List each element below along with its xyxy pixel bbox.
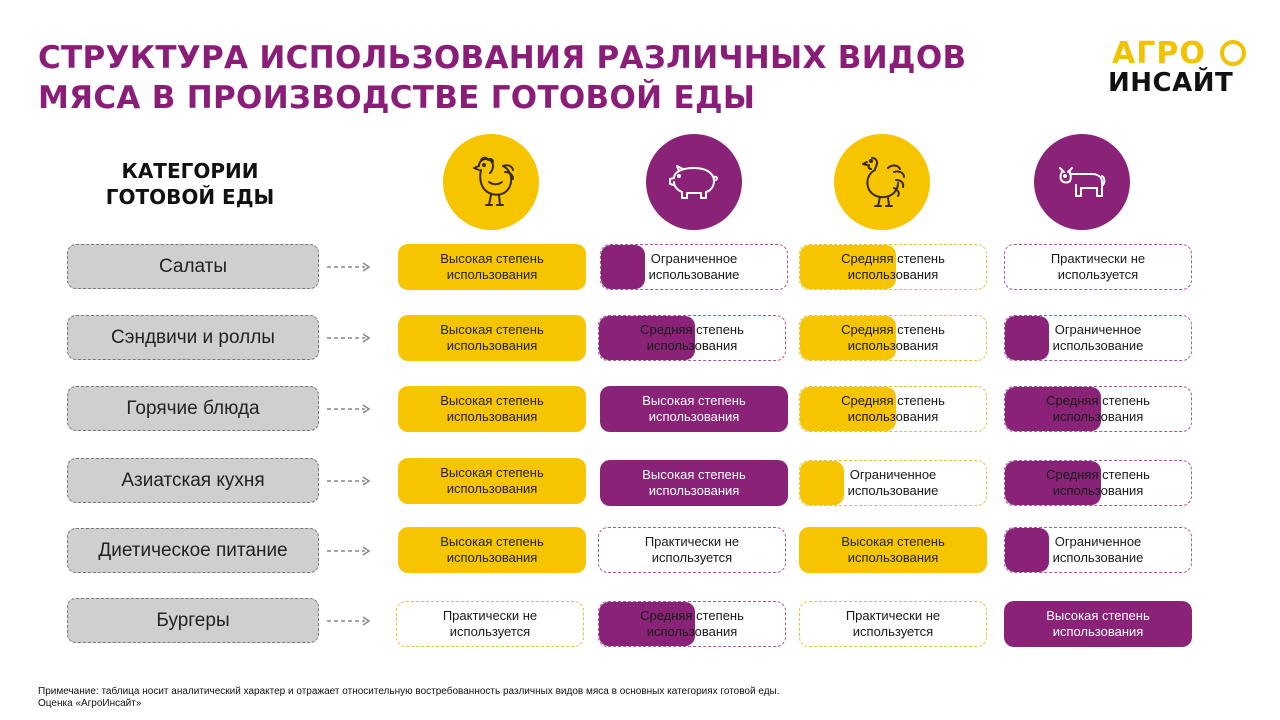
cell-burgers-beef: Высокая степень использования — [1004, 601, 1192, 647]
dashed-arrow-icon — [327, 476, 371, 486]
chicken-column-header — [443, 134, 539, 230]
cell-sandwiches-turkey: Средняя степень использования — [799, 315, 987, 361]
cell-hot-turkey: Средняя степень использования — [799, 386, 987, 432]
turkey-column-header — [834, 134, 930, 230]
cell-burgers-turkey: Практически не используется — [799, 601, 987, 647]
cell-salads-beef: Практически не используется — [1004, 244, 1192, 290]
dashed-arrow-icon — [327, 616, 371, 626]
cell-burgers-pork: Средняя степень использования — [598, 601, 786, 647]
cell-sandwiches-pork: Средняя степень использования — [598, 315, 786, 361]
cell-diet-pork: Практически не используется — [598, 527, 786, 573]
cell-asian-pork: Высокая степень использования — [600, 460, 788, 506]
logo-bottom-text: ИНСАЙТ — [1108, 68, 1234, 98]
dashed-arrow-icon — [327, 333, 371, 343]
cell-sandwiches-chicken: Высокая степень использования — [398, 315, 586, 361]
footnote-line-1: Примечание: таблица носит аналитический … — [38, 686, 780, 697]
dashed-arrow-icon — [327, 404, 371, 414]
cell-asian-beef: Средняя степень использования — [1004, 460, 1192, 506]
page-title: СТРУКТУРА ИСПОЛЬЗОВАНИЯ РАЗЛИЧНЫХ ВИДОВ … — [38, 40, 967, 116]
dashed-arrow-icon — [327, 262, 371, 272]
category-header: КАТЕГОРИИ ГОТОВОЙ ЕДЫ — [105, 159, 275, 209]
row-label-hot-dishes: Горячие блюда — [67, 386, 319, 431]
row-label-asian: Азиатская кухня — [67, 458, 319, 503]
row-label-sandwiches: Сэндвичи и роллы — [67, 315, 319, 360]
dashed-arrow-icon — [327, 546, 371, 556]
row-label-diet: Диетическое питание — [67, 528, 319, 573]
cell-hot-pork: Высокая степень использования — [600, 386, 788, 432]
agroinsight-logo: АГРО ИНСАЙТ — [1108, 36, 1253, 100]
pig-icon — [669, 165, 719, 199]
cell-salads-chicken: Высокая степень использования — [398, 244, 586, 290]
cell-sandwiches-beef: Ограниченное использование — [1004, 315, 1192, 361]
footnote: Примечание: таблица носит аналитический … — [38, 686, 780, 710]
cow-icon — [1059, 167, 1106, 197]
cow-column-header — [1034, 134, 1130, 230]
cell-asian-chicken: Высокая степень использования — [398, 458, 586, 504]
pig-column-header — [646, 134, 742, 230]
footnote-line-2: Оценка «АгроИнсайт» — [38, 698, 142, 709]
cell-salads-pork: Ограниченное использование — [600, 244, 788, 290]
logo-ring-icon — [1220, 40, 1246, 66]
logo-top-text: АГРО — [1112, 36, 1206, 71]
cell-diet-beef: Ограниченное использование — [1004, 527, 1192, 573]
cell-burgers-chicken: Практически не используется — [396, 601, 584, 647]
cell-hot-chicken: Высокая степень использования — [398, 386, 586, 432]
cell-hot-beef: Средняя степень использования — [1004, 386, 1192, 432]
cell-diet-chicken: Высокая степень использования — [398, 527, 586, 573]
cell-diet-turkey: Высокая степень использования — [799, 527, 987, 573]
cell-salads-turkey: Средняя степень использования — [799, 244, 987, 290]
cell-asian-turkey: Ограниченное использование — [799, 460, 987, 506]
row-label-burgers: Бургеры — [67, 598, 319, 643]
chicken-icon — [473, 156, 514, 206]
turkey-icon — [862, 157, 905, 207]
row-label-salads: Салаты — [67, 244, 319, 289]
